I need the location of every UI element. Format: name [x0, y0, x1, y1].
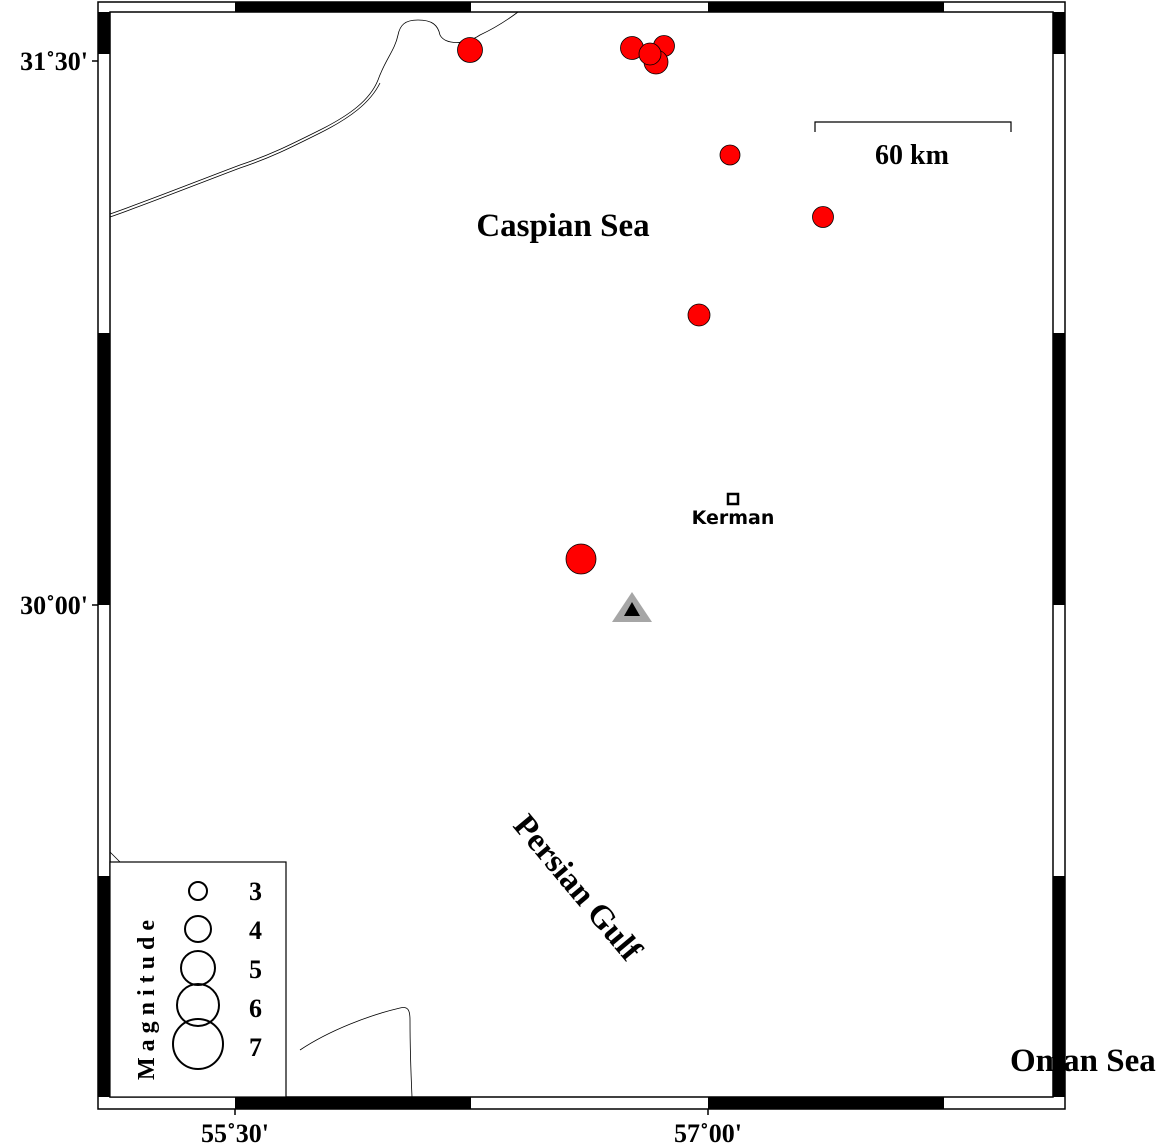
event-marker [565, 543, 597, 575]
event-marker [812, 206, 834, 228]
magnitude-legend: Magnitude 3 4 5 6 7 [109, 861, 287, 1098]
earthquake-events [457, 35, 834, 575]
y-tick-label: 30˚00' [20, 591, 88, 620]
scale-bar-label: 60 km [875, 140, 949, 171]
legend-label: 3 [249, 877, 262, 906]
legend-label: 6 [249, 994, 262, 1023]
y-tick-label: 31˚30' [20, 47, 88, 76]
coastline [109, 11, 519, 1098]
legend-circle-3 [188, 881, 208, 901]
persian-gulf-label: Persian Gulf [506, 808, 649, 969]
oman-sea-label: Oman Sea [1010, 1043, 1156, 1079]
x-tick-label: 55˚30' [201, 1119, 269, 1147]
legend-circle-4 [184, 915, 212, 943]
station-marker [612, 592, 652, 622]
caspian-sea-label: Caspian Sea [476, 208, 649, 244]
scale-bar: 60 km [814, 121, 1012, 171]
legend-circle-6 [176, 983, 220, 1027]
event-marker [719, 144, 741, 166]
legend-label: 4 [249, 916, 262, 945]
city-marker: Kerman [692, 492, 775, 529]
x-tick-label: 57˚00' [674, 1119, 742, 1147]
legend-title: Magnitude [134, 914, 160, 1080]
event-marker [687, 303, 711, 327]
legend-label: 5 [249, 955, 262, 984]
map-frame [92, 1, 1066, 1115]
legend-circle-7 [172, 1018, 224, 1070]
legend-label: 7 [249, 1033, 262, 1062]
city-label: Kerman [692, 507, 775, 529]
event-marker [457, 37, 483, 63]
event-marker [638, 42, 662, 66]
